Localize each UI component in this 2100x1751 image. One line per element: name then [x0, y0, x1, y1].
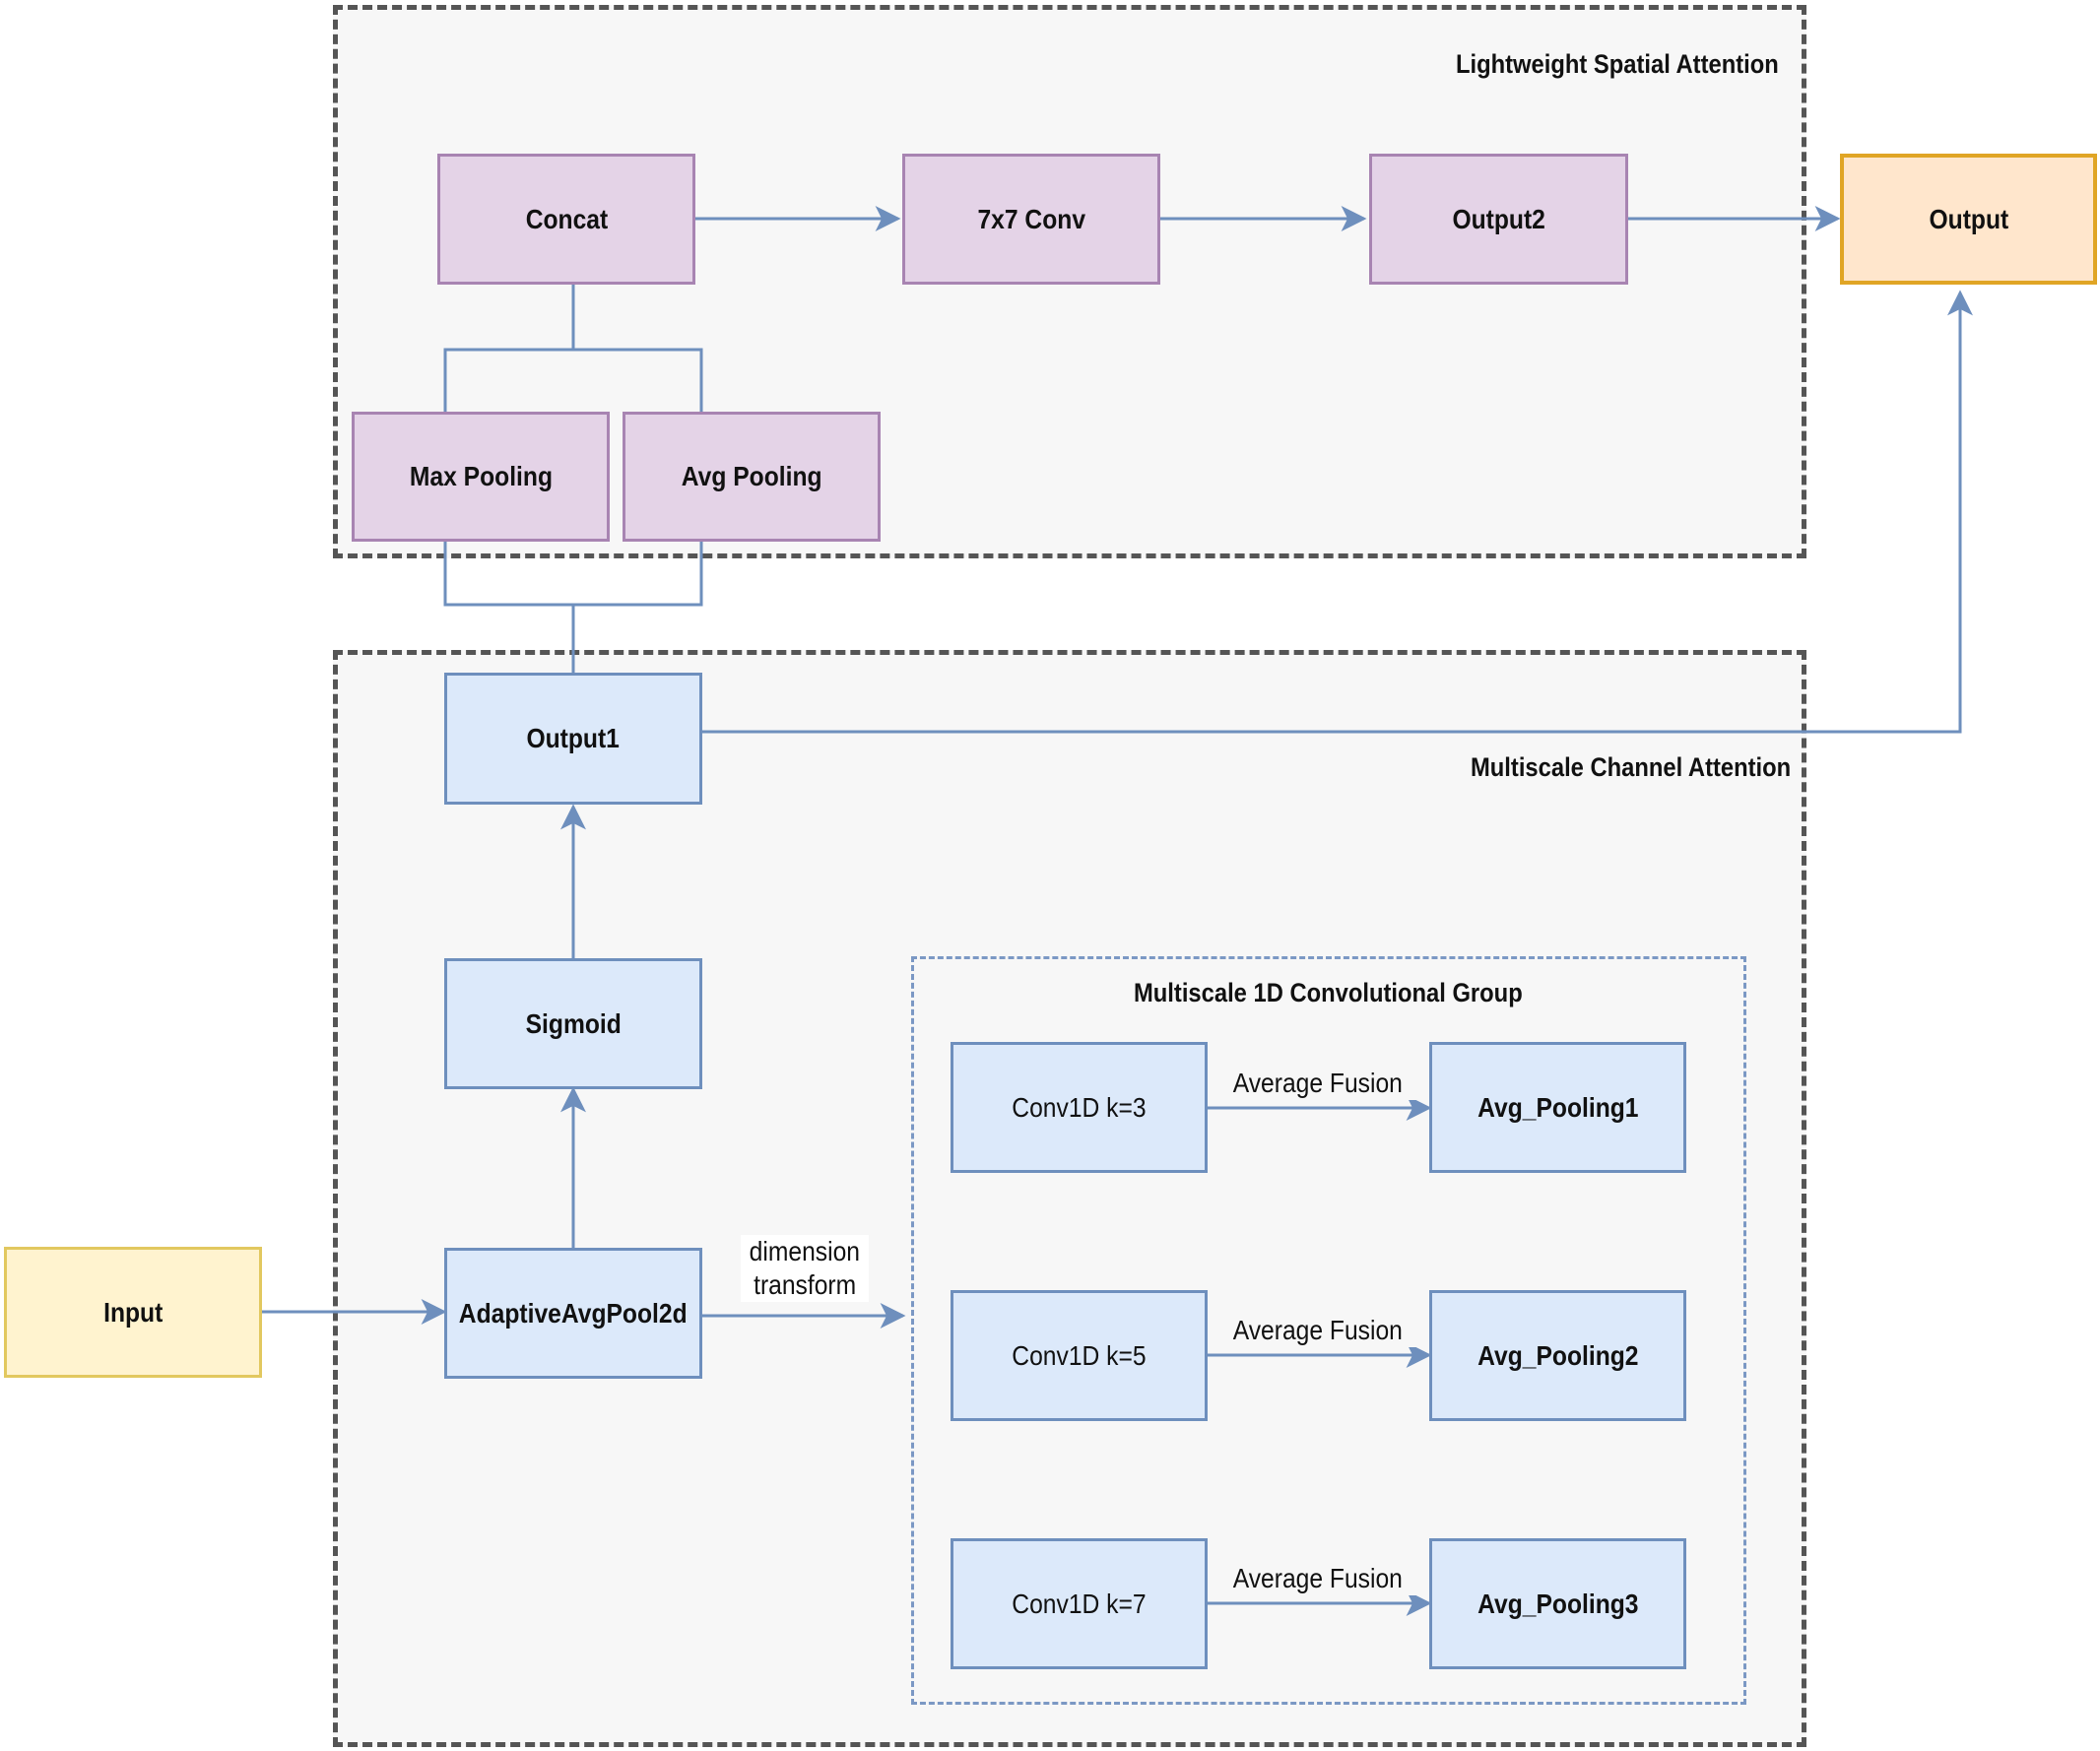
max-pooling-node[interactable]: Max Pooling: [352, 412, 610, 542]
channel-attention-title: Multiscale Channel Attention: [1471, 752, 1792, 782]
edge-output1-output: [702, 290, 1973, 734]
spatial-attention-title: Lightweight Spatial Attention: [1456, 49, 1779, 79]
average-fusion-label-3: Average Fusion: [1219, 1562, 1416, 1595]
output2-node[interactable]: Output2: [1369, 154, 1628, 285]
average-fusion-label-1: Average Fusion: [1219, 1067, 1416, 1100]
edge-pooling-bottom-bracket: [443, 542, 703, 607]
input-node[interactable]: Input: [4, 1247, 262, 1378]
adaptive-avgpool-node[interactable]: AdaptiveAvgPool2d: [444, 1248, 702, 1379]
edge-pooling-top-bracket: [443, 348, 703, 412]
avg-pooling-node[interactable]: Avg Pooling: [623, 412, 881, 542]
conv1d-k5-node[interactable]: Conv1D k=5: [951, 1290, 1208, 1421]
concat-node[interactable]: Concat: [437, 154, 695, 285]
sigmoid-node[interactable]: Sigmoid: [444, 958, 702, 1089]
output1-node[interactable]: Output1: [444, 673, 702, 805]
avg-pooling3-node[interactable]: Avg_Pooling3: [1429, 1538, 1686, 1669]
avg-pooling1-node[interactable]: Avg_Pooling1: [1429, 1042, 1686, 1173]
conv1d-k7-node[interactable]: Conv1D k=7: [951, 1538, 1208, 1669]
conv7-node[interactable]: 7x7 Conv: [902, 154, 1160, 285]
avg-pooling2-node[interactable]: Avg_Pooling2: [1429, 1290, 1686, 1421]
conv-group-title: Multiscale 1D Convolutional Group: [1134, 978, 1523, 1007]
output-node[interactable]: Output: [1840, 154, 2097, 285]
average-fusion-label-2: Average Fusion: [1219, 1314, 1416, 1347]
conv1d-k3-node[interactable]: Conv1D k=3: [951, 1042, 1208, 1173]
